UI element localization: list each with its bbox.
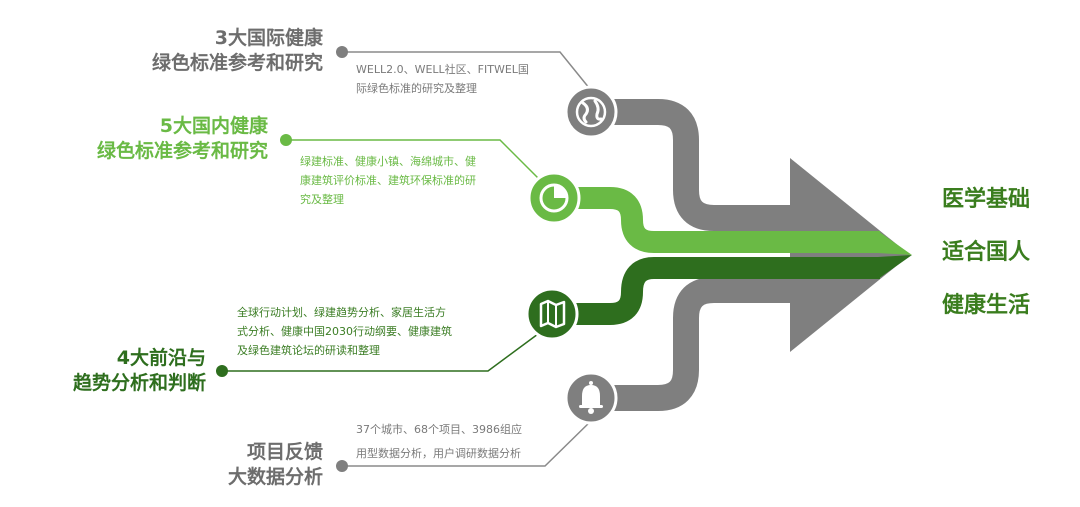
dot-frontier bbox=[216, 365, 228, 377]
desc-domestic: 绿建标准、健康小镇、海绵城市、健 康建筑评价标准、建筑环保标准的研 究及整理 bbox=[300, 152, 476, 209]
title-frontier-line1: 4大前沿与 bbox=[116, 347, 206, 369]
connector-domestic bbox=[286, 139, 539, 179]
title-frontier: 4大前沿与 趋势分析和判断 bbox=[73, 346, 206, 396]
desc-domestic-line2: 康建筑评价标准、建筑环保标准的研 bbox=[300, 174, 476, 187]
desc-intl: WELL2.0、WELL社区、FITWEL国 际绿色标准的研究及整理 bbox=[356, 60, 529, 98]
dot-intl bbox=[336, 46, 348, 58]
desc-feedback: 37个城市、68个项目、3986组应 用型数据分析，用户调研数据分析 bbox=[356, 418, 522, 466]
desc-frontier-line3: 及绿色建筑论坛的研读和整理 bbox=[237, 344, 380, 357]
globe-icon bbox=[564, 85, 618, 139]
connector-intl bbox=[342, 51, 595, 95]
pipe-frontier bbox=[558, 257, 880, 325]
pipe-domestic bbox=[558, 187, 880, 253]
dot-feedback bbox=[336, 460, 348, 472]
title-intl-line2: 绿色标准参考和研究 bbox=[151, 52, 323, 74]
title-domestic-line2: 绿色标准参考和研究 bbox=[96, 140, 268, 162]
dot-domestic bbox=[280, 134, 292, 146]
title-domestic-line1: 5大国内健康 bbox=[159, 115, 268, 137]
desc-intl-line2: 际绿色标准的研究及整理 bbox=[356, 82, 477, 95]
desc-frontier-line2: 式分析、健康中国2030行动纲要、健康建筑 bbox=[237, 325, 452, 338]
domestic-tip bbox=[878, 231, 912, 255]
outcome-line-2: 适合国人 bbox=[941, 240, 1030, 265]
title-feedback: 项目反馈 大数据分析 bbox=[228, 440, 323, 490]
title-intl-line1: 3大国际健康 bbox=[214, 27, 323, 49]
pie-chart-icon bbox=[527, 171, 581, 225]
desc-frontier-line1: 全球行动计划、绿建趋势分析、家居生活方 bbox=[237, 306, 446, 319]
desc-feedback-line1: 37个城市、68个项目、3986组应 bbox=[356, 423, 522, 436]
title-feedback-line2: 大数据分析 bbox=[227, 466, 323, 488]
title-domestic: 5大国内健康 绿色标准参考和研究 bbox=[97, 114, 268, 164]
desc-domestic-line3: 究及整理 bbox=[300, 193, 344, 206]
frontier-tip bbox=[878, 255, 912, 279]
desc-domestic-line1: 绿建标准、健康小镇、海绵城市、健 bbox=[300, 155, 476, 168]
desc-frontier: 全球行动计划、绿建趋势分析、家居生活方 式分析、健康中国2030行动纲要、健康建… bbox=[237, 303, 452, 360]
bell-icon bbox=[564, 371, 618, 425]
map-icon bbox=[525, 287, 579, 341]
title-feedback-line1: 项目反馈 bbox=[246, 441, 323, 463]
arrow-head bbox=[790, 158, 910, 352]
connector-feedback bbox=[342, 417, 595, 467]
pipe-feedback bbox=[605, 277, 800, 411]
connector-frontier bbox=[222, 333, 539, 372]
title-intl: 3大国际健康 绿色标准参考和研究 bbox=[152, 26, 323, 76]
title-frontier-line2: 趋势分析和判断 bbox=[72, 372, 206, 394]
desc-feedback-line2: 用型数据分析，用户调研数据分析 bbox=[356, 447, 521, 460]
outcome-line-1: 医学基础 bbox=[941, 187, 1030, 212]
outcome-line-3: 健康生活 bbox=[941, 293, 1030, 318]
desc-intl-line1: WELL2.0、WELL社区、FITWEL国 bbox=[356, 63, 529, 76]
pipe-intl bbox=[605, 99, 800, 231]
